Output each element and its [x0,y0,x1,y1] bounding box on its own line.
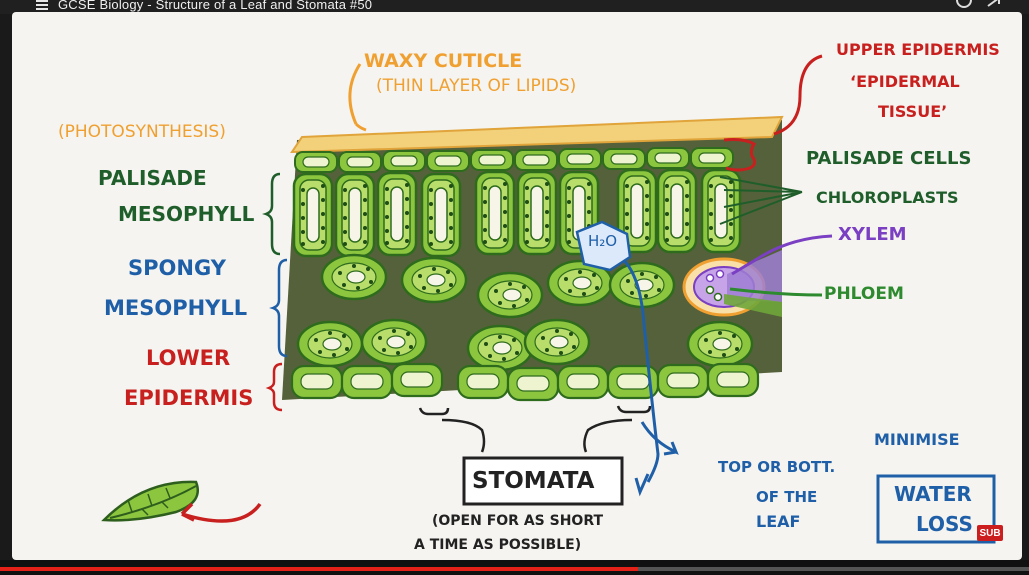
upper-epidermis-label: UPPER EPIDERMIS [836,40,1000,59]
epidermal-tissue-label-2: TISSUE’ [878,102,948,121]
palisade-cells-label: PALISADE CELLS [806,148,972,169]
video-title[interactable]: GCSE Biology - Structure of a Leaf and S… [58,0,373,12]
epidermal-tissue-label-1: ‘EPIDERMAL [850,72,960,91]
stomata-note-2: A TIME AS POSSIBLE) [414,537,582,553]
video-frame[interactable]: WAXY CUTICLE (THIN LAYER OF LIPIDS) UPPE… [12,12,1022,560]
top-bott-label-3: LEAF [756,512,801,531]
palisade-mesophyll-label-1: PALISADE [98,166,207,190]
waxy-cuticle-label: WAXY CUTICLE [364,50,523,72]
spongy-mesophyll-label-1: SPONGY [128,256,226,280]
minimise-label: MINIMISE [874,430,960,449]
palisade-mesophyll-label-2: MESOPHYLL [118,202,255,226]
top-bott-label-1: TOP OR BOTT. [718,458,836,476]
stomata-label: STOMATA [472,468,595,494]
photosynthesis-label: (PHOTOSYNTHESIS) [58,122,226,142]
waxy-cuticle-sublabel: (THIN LAYER OF LIPIDS) [376,76,577,96]
water-loss-box [876,474,996,544]
stomata-box [462,456,624,506]
top-bott-label-2: OF THE [756,488,818,506]
progress-played [0,567,638,571]
stomata-note-1: (OPEN FOR AS SHORT [432,513,604,529]
leaf-diagram [101,54,996,544]
share-icon[interactable] [985,0,1003,10]
phloem-label: PHLOEM [824,284,904,304]
waxy-cuticle-layer [290,115,784,154]
water-loss-label-2: LOSS [916,512,973,536]
lower-epidermis-label-1: LOWER [146,346,231,370]
chloroplasts-label: CHLOROPLASTS [816,188,959,207]
player-top-bar: GCSE Biology - Structure of a Leaf and S… [0,0,1029,14]
watch-later-icon[interactable] [955,0,973,10]
water-loss-label-1: WATER [894,482,972,506]
spongy-mesophyll-label-2: MESOPHYLL [104,296,248,320]
menu-icon[interactable] [36,0,48,10]
xylem-label: XYLEM [838,224,907,245]
water-molecule-label: H₂O [588,232,618,250]
water-molecule-shape [575,220,632,272]
subscribe-badge[interactable]: SUB [977,525,1003,541]
progress-bar[interactable] [0,567,1029,571]
lower-epidermis-label-2: EPIDERMIS [124,386,254,410]
